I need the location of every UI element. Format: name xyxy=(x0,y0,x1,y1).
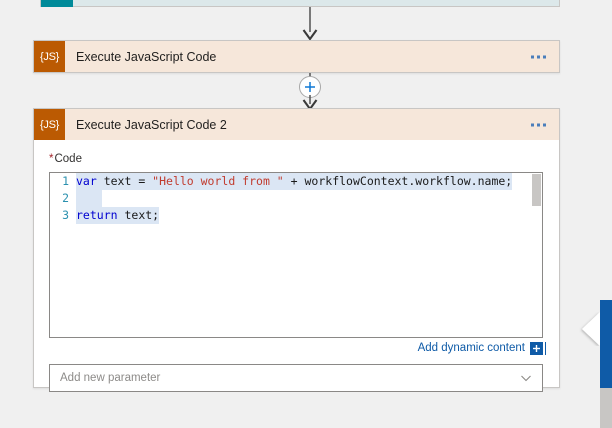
chevron-down-icon xyxy=(521,375,531,382)
code-editor[interactable]: 1 var text = "Hello world from " + workfl… xyxy=(49,172,543,338)
plus-small-icon xyxy=(533,344,540,352)
code-field-label: *Code xyxy=(49,153,82,165)
card-body: *Code 1 var text = "Hello world from " + … xyxy=(34,140,559,392)
code-token: return xyxy=(76,208,118,222)
card-header[interactable]: {JS} Execute JavaScript Code xyxy=(34,41,559,72)
code-line-text[interactable] xyxy=(76,190,102,207)
menu-dot xyxy=(543,123,546,126)
javascript-icon: {JS} xyxy=(34,41,65,72)
menu-dot xyxy=(531,123,534,126)
card-title: Execute JavaScript Code xyxy=(76,49,217,64)
code-line[interactable]: 1 var text = "Hello world from " + workfl… xyxy=(50,173,542,190)
code-line-number: 1 xyxy=(62,174,69,188)
code-editor-lines[interactable]: 1 var text = "Hello world from " + workfl… xyxy=(50,173,542,337)
menu-dot xyxy=(537,55,540,58)
code-line[interactable]: 3 return text; xyxy=(50,207,542,224)
add-new-parameter-dropdown[interactable]: Add new parameter xyxy=(49,364,543,392)
code-line-number: 2 xyxy=(62,191,69,205)
add-dynamic-content-row: Add dynamic content xyxy=(49,339,546,357)
code-token: text; xyxy=(117,208,160,222)
card-overflow-menu-button[interactable] xyxy=(527,51,550,62)
menu-dot xyxy=(543,55,546,58)
add-dynamic-content-link[interactable]: Add dynamic content xyxy=(417,342,525,354)
partial-trigger-icon xyxy=(41,0,73,7)
code-token: var xyxy=(76,174,97,188)
code-line-number: 3 xyxy=(62,208,69,222)
code-label-text: Code xyxy=(54,153,82,165)
partial-trigger-card[interactable] xyxy=(40,0,560,7)
editor-scrollbar[interactable] xyxy=(532,174,541,206)
add-dynamic-content-badge-icon[interactable] xyxy=(530,341,546,355)
plus-icon xyxy=(305,82,315,92)
connector-arrow-top xyxy=(302,7,318,41)
card-overflow-menu-button[interactable] xyxy=(527,119,550,130)
code-line-text[interactable]: return text; xyxy=(76,207,160,224)
menu-dot xyxy=(531,55,534,58)
card-header[interactable]: {JS} Execute JavaScript Code 2 xyxy=(34,109,559,140)
card-execute-javascript-code-2[interactable]: {JS} Execute JavaScript Code 2 *Code 1 va… xyxy=(33,108,560,392)
code-line[interactable]: 2 xyxy=(50,190,542,207)
code-token: "Hello world from " xyxy=(152,174,284,188)
menu-dot xyxy=(537,123,540,126)
code-line-text[interactable]: var text = "Hello world from " + workflo… xyxy=(76,173,513,190)
code-token: + workflowContext.workflow.name; xyxy=(283,174,513,188)
collapse-panel-chevron-left-icon[interactable] xyxy=(578,312,600,346)
required-marker: * xyxy=(49,153,54,165)
card-title: Execute JavaScript Code 2 xyxy=(76,117,227,132)
card-execute-javascript-code[interactable]: {JS} Execute JavaScript Code xyxy=(33,40,560,73)
code-token: text = xyxy=(96,174,153,188)
javascript-icon: {JS} xyxy=(34,109,65,140)
add-new-parameter-placeholder: Add new parameter xyxy=(60,372,161,384)
page-scrollbar-thumb[interactable] xyxy=(600,300,612,388)
